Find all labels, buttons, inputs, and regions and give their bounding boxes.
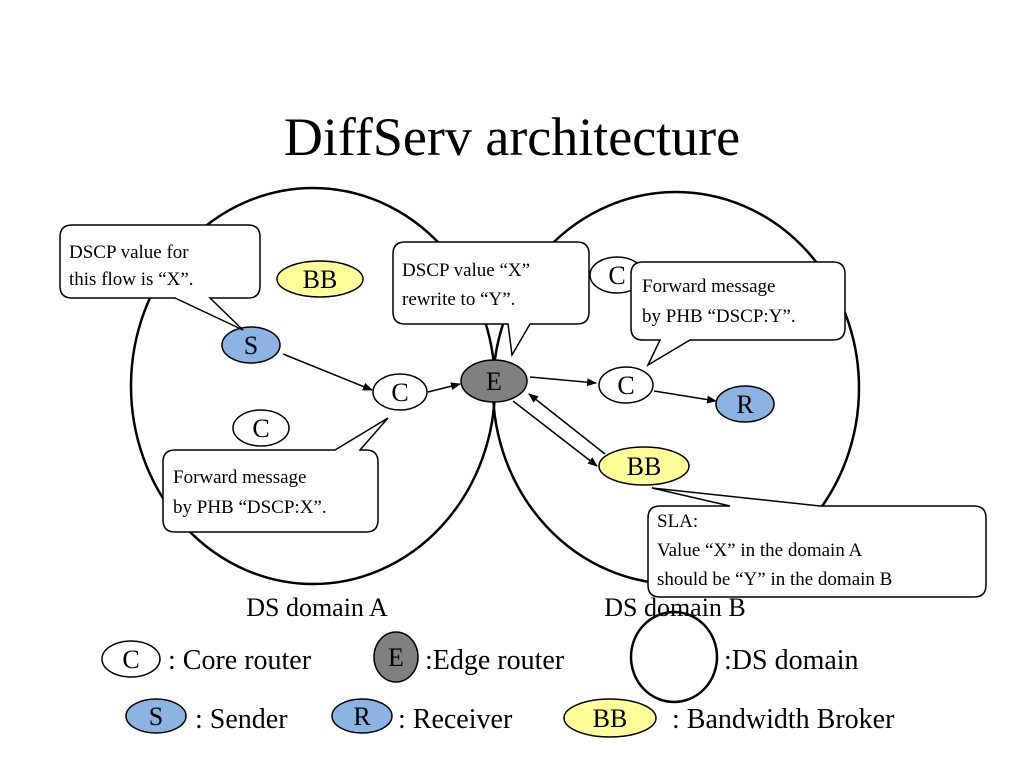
svg-text:E: E bbox=[388, 643, 404, 672]
arrow-core-b-to-receiver bbox=[653, 390, 717, 404]
callout-rewrite: DSCP value “X” rewrite to “Y”. bbox=[392, 241, 590, 358]
arrow-core-to-edge bbox=[427, 382, 461, 393]
legend-receiver: R : Receiver bbox=[331, 698, 513, 735]
svg-text::Edge router: :Edge router bbox=[425, 645, 565, 676]
svg-text:C: C bbox=[391, 378, 408, 407]
callout-rewrite-line-1: DSCP value “X” bbox=[402, 260, 530, 281]
svg-text:BB: BB bbox=[303, 265, 338, 294]
svg-text:S: S bbox=[149, 702, 163, 731]
svg-text:: Receiver: : Receiver bbox=[398, 704, 513, 735]
callout-sla-line-1: SLA: bbox=[657, 511, 698, 532]
svg-text:: Bandwidth Broker: : Bandwidth Broker bbox=[672, 704, 895, 735]
legend-edge-router: E :Edge router bbox=[373, 631, 565, 683]
callout-sla-line-2: Value “X” in the domain A bbox=[657, 540, 863, 561]
callout-forward-y: Forward message by PHB “DSCP:Y”. bbox=[630, 261, 846, 367]
core-router-a-1: C bbox=[372, 373, 428, 411]
callout-flow-value-line-2: this flow is “X”. bbox=[69, 269, 194, 290]
svg-text:: Core router: : Core router bbox=[168, 645, 312, 676]
arrow-edge-to-core-b bbox=[529, 376, 597, 387]
core-router-b-2: C bbox=[598, 366, 654, 404]
legend-ds-domain: :DS domain bbox=[629, 610, 859, 704]
callout-sla: SLA: Value “X” in the domain A should be… bbox=[647, 487, 987, 598]
bandwidth-broker-a: BB bbox=[276, 260, 364, 298]
svg-text::DS domain: :DS domain bbox=[724, 645, 859, 676]
page-title: DiffServ architecture bbox=[284, 107, 740, 167]
svg-text:E: E bbox=[486, 367, 502, 396]
svg-text:R: R bbox=[736, 390, 754, 419]
edge-router: E bbox=[460, 359, 528, 403]
callout-forward-x-line-1: Forward message bbox=[173, 467, 307, 488]
arrow-bb-to-edge bbox=[528, 393, 606, 455]
callout-rewrite-line-2: rewrite to “Y”. bbox=[402, 289, 515, 310]
sender-node: S bbox=[221, 326, 281, 364]
bandwidth-broker-b: BB bbox=[598, 446, 690, 486]
core-router-a-2: C bbox=[232, 409, 290, 447]
legend-sender: S : Sender bbox=[125, 698, 288, 735]
svg-text:S: S bbox=[244, 331, 258, 360]
legend-core-router: C : Core router bbox=[101, 640, 312, 678]
svg-text:C: C bbox=[122, 645, 139, 674]
callout-forward-x-line-2: by PHB “DSCP:X”. bbox=[173, 497, 327, 518]
receiver-node: R bbox=[715, 385, 775, 423]
svg-text:BB: BB bbox=[593, 704, 628, 733]
callout-sla-line-3: should be “Y” in the domain B bbox=[657, 569, 892, 590]
arrow-sender-to-core bbox=[282, 353, 373, 391]
svg-text:BB: BB bbox=[627, 452, 662, 481]
arrow-edge-to-bb bbox=[512, 400, 598, 467]
svg-text:: Sender: : Sender bbox=[195, 704, 288, 735]
ds-domain-a-label: DS domain A bbox=[246, 593, 388, 622]
svg-text:C: C bbox=[252, 414, 269, 443]
svg-text:R: R bbox=[353, 702, 371, 731]
svg-text:C: C bbox=[617, 371, 634, 400]
callout-flow-value-line-1: DSCP value for bbox=[69, 242, 189, 263]
svg-text:C: C bbox=[608, 261, 625, 290]
callout-forward-x: Forward message by PHB “DSCP:X”. bbox=[162, 417, 389, 533]
callout-forward-y-line-2: by PHB “DSCP:Y”. bbox=[642, 306, 796, 327]
callout-forward-y-line-1: Forward message bbox=[642, 276, 776, 297]
legend-bandwidth-broker: BB : Bandwidth Broker bbox=[563, 698, 895, 738]
ds-domain-b-label: DS domain B bbox=[604, 593, 746, 622]
callout-flow-value: DSCP value for this flow is “X”. bbox=[59, 224, 261, 331]
